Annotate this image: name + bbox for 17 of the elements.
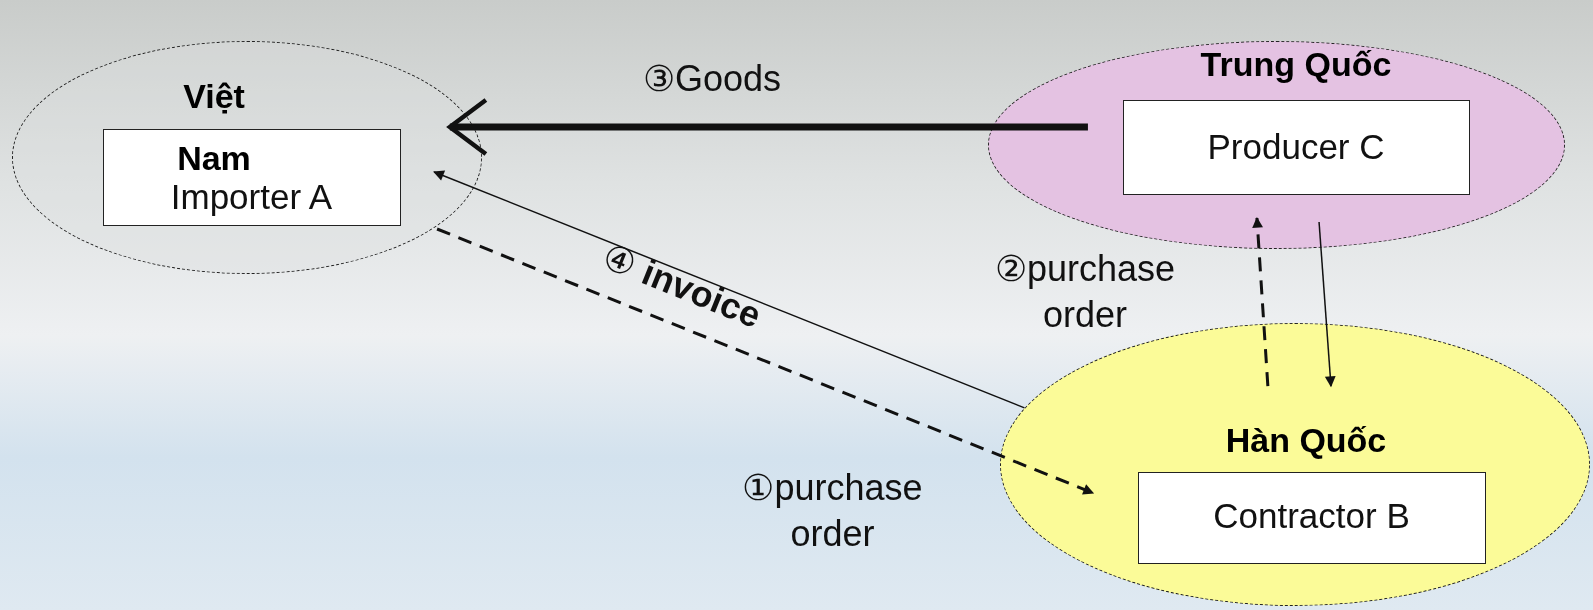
party-box	[1137, 471, 1486, 564]
arrow	[447, 97, 1088, 157]
arrow	[433, 170, 1026, 409]
region-name: Trung Quốc	[1199, 44, 1393, 85]
arrow	[1318, 221, 1336, 388]
party-box	[102, 128, 401, 226]
party-name: Contractor B	[1212, 495, 1411, 536]
party-name: Producer C	[1206, 126, 1386, 167]
arrow	[436, 227, 1095, 495]
party-box	[1122, 99, 1470, 195]
arrow	[1252, 216, 1270, 387]
edge-label: ②purchase order	[993, 247, 1177, 337]
edge-label: ①purchase order	[741, 466, 924, 556]
region-name: Việt Nam	[176, 76, 252, 179]
region-name: Hàn Quốc	[1224, 420, 1388, 461]
edge-label: ③Goods	[641, 57, 783, 101]
party-name: Importer A	[169, 176, 334, 217]
